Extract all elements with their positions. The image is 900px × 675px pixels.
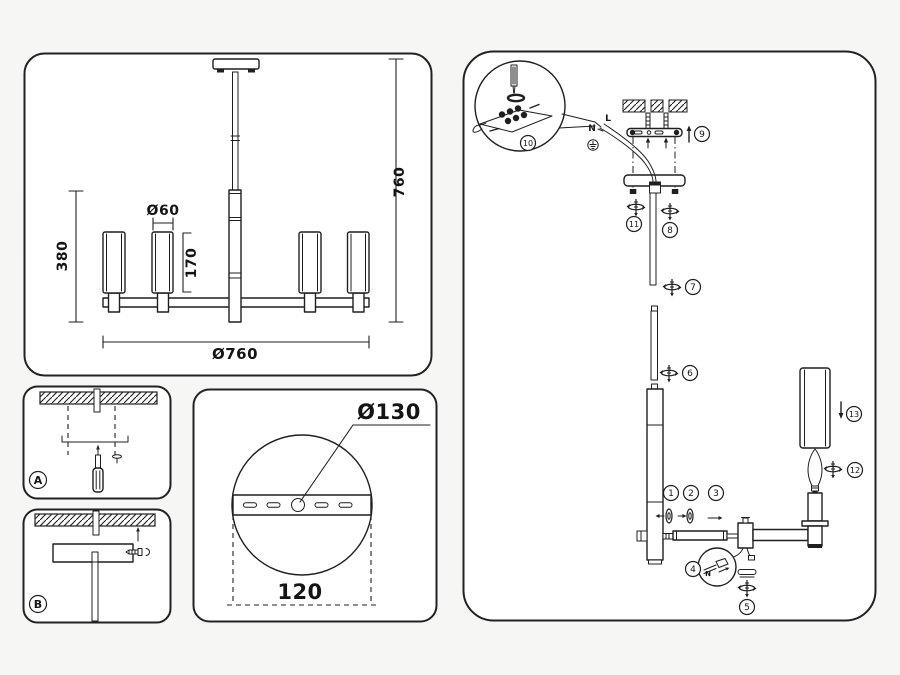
side-screw-icon (125, 527, 150, 556)
bulb-icon (807, 448, 823, 494)
bracket-detail-panel: Ø130 120 (192, 388, 438, 623)
ceiling-hatch (622, 99, 688, 113)
dimension-shade-height: 170 (182, 232, 200, 293)
svg-text:10: 10 (523, 139, 533, 148)
dim-label-120: 120 (277, 580, 322, 604)
svg-text:4: 4 (690, 565, 696, 575)
ceiling-bracket (626, 127, 683, 138)
svg-text:7: 7 (690, 283, 696, 293)
dimension-panel: 760 380 Ø60 170 Ø760 (23, 52, 433, 377)
dim-label-380: 380 (55, 241, 71, 272)
arm-joint-block (737, 517, 809, 549)
dim-label-760: 760 (392, 167, 408, 198)
dim-label-170: 170 (184, 248, 200, 279)
dimension-shade-dia: Ø60 (147, 203, 180, 231)
dimension-plate-dia: Ø130 (299, 400, 431, 503)
step-marker-13: 13 (845, 405, 863, 423)
step-marker-9: 9 (693, 125, 711, 143)
shade-cylinder (799, 367, 831, 449)
svg-text:3: 3 (713, 489, 719, 499)
dim-label-plate-dia: Ø130 (357, 400, 421, 424)
step-b-label: B (34, 598, 42, 611)
washer-icon-2 (677, 508, 694, 524)
shade (298, 231, 322, 294)
dimension-hole-spacing: 120 (227, 515, 377, 606)
middle-rod (650, 305, 658, 381)
svg-text:1: 1 (668, 489, 674, 499)
step-9-arrow (686, 125, 692, 143)
stem-rod (230, 71, 240, 191)
svg-text:9: 9 (699, 130, 705, 140)
step-marker-6: 6 (681, 364, 699, 382)
step-13-arrow (838, 401, 844, 419)
ceiling-hatch (34, 510, 156, 536)
dim-label-shade-dia: Ø60 (147, 203, 180, 219)
step-marker-8: 8 (661, 221, 679, 239)
step-marker-4: 4 (684, 560, 702, 578)
svg-text:2: 2 (688, 489, 694, 499)
connector-n-label: N (705, 570, 711, 578)
screwdriver-icon (510, 64, 518, 94)
cover-plate-icon (737, 569, 757, 578)
mounting-panel-b: B (22, 508, 172, 624)
mounting-bracket-outline (61, 435, 129, 443)
step-marker-7: 7 (684, 278, 702, 296)
chandelier-drawing (102, 58, 370, 323)
step-marker-11: 11 (625, 215, 643, 233)
step-marker-1: 1 (662, 484, 680, 502)
arrow-icon-3 (707, 516, 723, 520)
lamp-socket (801, 492, 829, 548)
mounting-bracket-plate (232, 494, 372, 516)
drill-guide-lines (67, 406, 116, 455)
bracket-screw-arrows (645, 137, 669, 149)
dimension-fixture-dia: Ø760 (102, 335, 370, 363)
shade (346, 231, 370, 294)
mounting-panel-a: A (22, 385, 172, 500)
detail-circle (231, 434, 373, 576)
dim-label-fixture-dia: Ø760 (212, 345, 258, 363)
center-tube (228, 189, 242, 323)
ceiling-plate (212, 58, 260, 73)
svg-text:8: 8 (667, 226, 673, 236)
wire-live-label: L (605, 114, 611, 124)
step-badge-b: B (28, 594, 48, 614)
svg-text:5: 5 (744, 603, 750, 613)
upper-rod (649, 192, 657, 286)
assembly-panel: 9 N L (462, 50, 877, 622)
step-marker-3: 3 (707, 484, 725, 502)
lamp-shades (102, 231, 370, 294)
dimension-height-380: 380 (55, 190, 84, 323)
terminal-detail-circle: 10 (472, 60, 596, 152)
shade (102, 231, 126, 294)
screw-icon (112, 454, 122, 464)
svg-text:12: 12 (850, 466, 860, 475)
terminal-block-icon (472, 103, 553, 133)
washer-icon-1 (655, 508, 673, 524)
panel-border (462, 50, 877, 622)
step-marker-10: 10 (519, 134, 537, 152)
alignment-lines (629, 137, 679, 194)
washer-icon (506, 93, 526, 103)
horizontal-arm (672, 530, 739, 541)
screwdriver-icon (92, 444, 104, 493)
step-badge-a: A (28, 470, 48, 490)
svg-text:6: 6 (687, 369, 693, 379)
canopy-plate (52, 543, 134, 622)
svg-text:13: 13 (849, 410, 859, 419)
supply-wires: N L (587, 114, 657, 183)
wire-connection-detail-circle: N (697, 547, 737, 587)
step-marker-5: 5 (738, 598, 756, 616)
step-a-label: A (34, 474, 43, 487)
step-marker-12: 12 (846, 461, 864, 479)
canopy (623, 174, 686, 194)
step-marker-2: 2 (682, 484, 700, 502)
ceiling-hatch (39, 388, 158, 413)
svg-text:11: 11 (629, 220, 639, 229)
wire-neutral-label: N (588, 124, 596, 134)
ground-symbol-icon (587, 139, 599, 151)
shade (151, 231, 174, 294)
dimension-height-760: 760 (388, 58, 408, 323)
panel-border (23, 52, 433, 377)
